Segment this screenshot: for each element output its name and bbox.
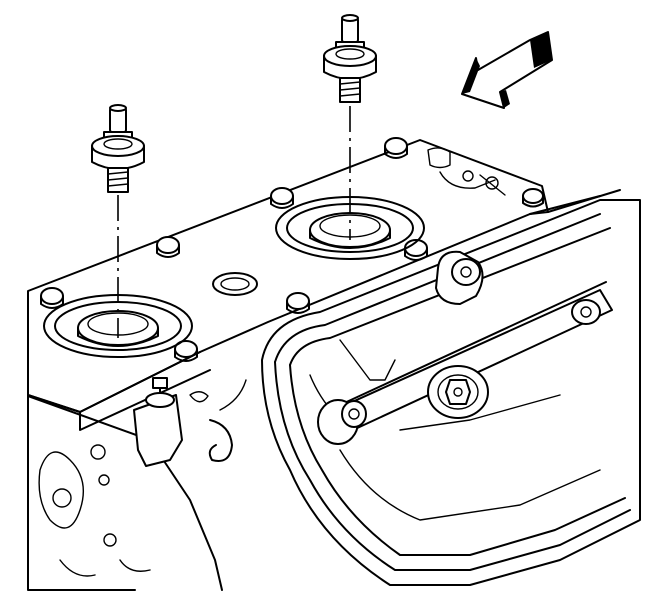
knock-sensor-icon (91, 104, 145, 193)
engine-block (27, 395, 223, 591)
bolt-icon (384, 137, 408, 159)
bolt-icon (156, 236, 180, 258)
bolt-icon (270, 187, 294, 209)
bolt-icon (174, 340, 198, 362)
bolt-icon (40, 287, 64, 309)
knock-sensor-icon (323, 14, 377, 103)
fuel-rail (317, 281, 613, 445)
bolt-icon (522, 188, 544, 208)
deck-bolts (40, 137, 544, 362)
manifold-boss (435, 250, 484, 305)
bolt-icon (286, 292, 310, 314)
harness-bracket (133, 377, 247, 467)
direction-arrow-icon (461, 31, 553, 109)
